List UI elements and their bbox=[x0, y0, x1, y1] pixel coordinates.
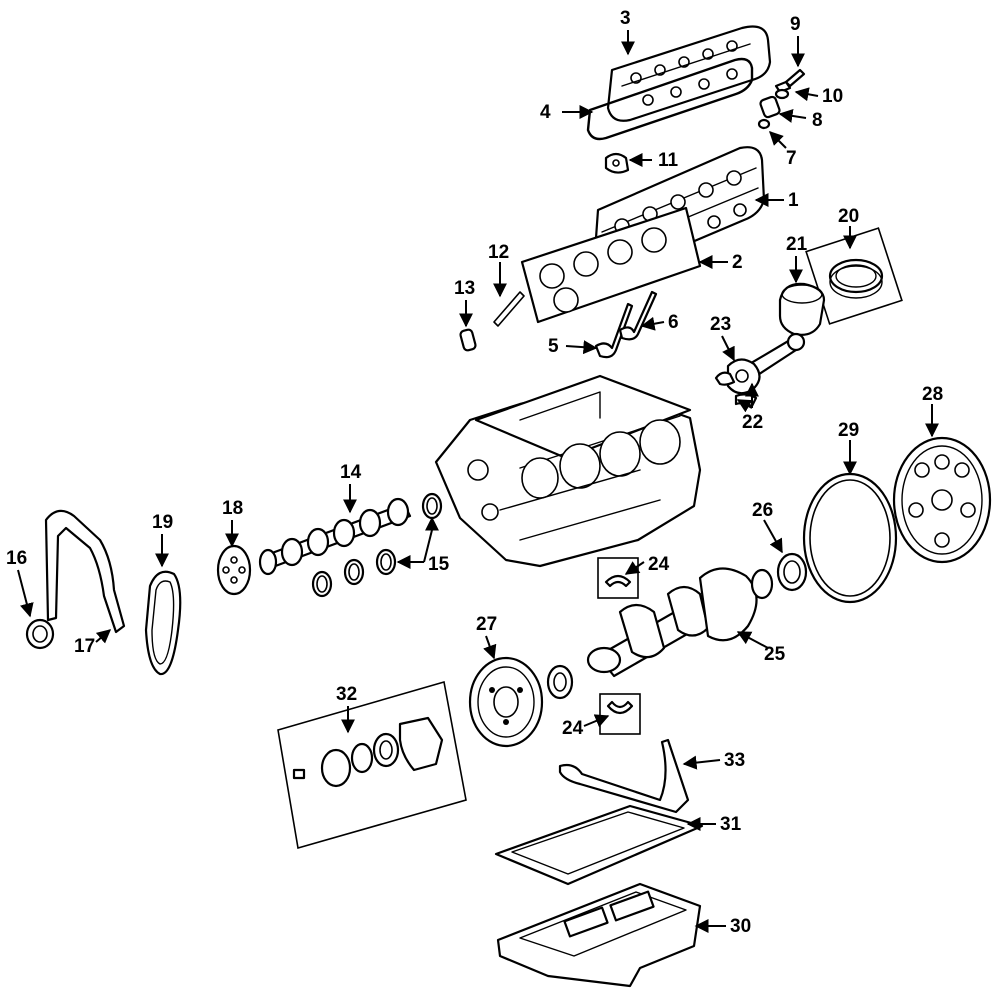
harmonic-balancer bbox=[468, 656, 544, 748]
callout-12: 12 bbox=[488, 242, 509, 263]
main-bearing-lower bbox=[599, 693, 641, 735]
valves bbox=[594, 290, 658, 359]
engine-block bbox=[434, 374, 702, 568]
callout-32: 32 bbox=[336, 684, 357, 705]
callout-28: 28 bbox=[922, 384, 943, 405]
callout-11: 11 bbox=[658, 150, 679, 171]
cam-sprocket bbox=[216, 544, 252, 596]
callout-24-upper: 24 bbox=[648, 554, 670, 575]
callout-16: 16 bbox=[6, 548, 27, 569]
pushrod bbox=[493, 291, 525, 327]
callout-30: 30 bbox=[730, 916, 751, 937]
main-bearing-upper bbox=[597, 557, 639, 599]
callout-18: 18 bbox=[222, 498, 243, 519]
callout-8: 8 bbox=[812, 110, 823, 131]
timing-cover-gasket bbox=[44, 509, 126, 634]
front-crank-seal bbox=[25, 618, 55, 650]
valve-hardware bbox=[757, 68, 806, 130]
callout-29: 29 bbox=[838, 420, 859, 441]
camshaft bbox=[258, 497, 412, 576]
callout-6: 6 bbox=[668, 312, 679, 333]
valve-lifter bbox=[459, 328, 477, 352]
valve-cover-gasket bbox=[586, 57, 754, 141]
oil-pan bbox=[496, 882, 702, 988]
callout-20: 20 bbox=[838, 206, 859, 227]
callout-21: 21 bbox=[786, 234, 808, 255]
oil-pickup-tube bbox=[558, 738, 690, 814]
oil-pan-gasket bbox=[494, 804, 704, 886]
callout-numbers: 3 4 9 10 8 7 11 1 2 12 13 20 21 23 6 5 2… bbox=[6, 8, 943, 937]
head-gasket bbox=[520, 206, 702, 324]
callout-24-lower: 24 bbox=[562, 718, 584, 739]
callout-3: 3 bbox=[620, 8, 631, 29]
valve-cover bbox=[606, 25, 772, 122]
timing-chain bbox=[144, 570, 182, 676]
callout-17: 17 bbox=[74, 636, 95, 657]
rear-main-seal bbox=[776, 552, 808, 592]
callout-31: 31 bbox=[720, 814, 742, 835]
flywheel-spacer-ring bbox=[802, 472, 898, 604]
flexplate bbox=[892, 436, 992, 564]
leader-lines bbox=[17, 30, 939, 933]
crankshaft bbox=[586, 567, 774, 678]
oil-pan-gasket-inner bbox=[511, 811, 685, 875]
callout-25: 25 bbox=[764, 644, 786, 665]
callout-14: 14 bbox=[340, 462, 362, 483]
callout-2: 2 bbox=[732, 252, 743, 273]
crank-sprocket bbox=[546, 664, 574, 700]
callout-9: 9 bbox=[790, 14, 801, 35]
callout-13: 13 bbox=[454, 278, 475, 299]
callout-23: 23 bbox=[710, 314, 731, 335]
callout-5: 5 bbox=[548, 336, 559, 357]
callout-15: 15 bbox=[428, 554, 450, 575]
callout-10: 10 bbox=[822, 86, 843, 107]
piston bbox=[778, 282, 826, 336]
callout-1: 1 bbox=[788, 190, 799, 211]
rocker-bracket bbox=[604, 152, 630, 174]
callout-19: 19 bbox=[152, 512, 173, 533]
cam-bearings bbox=[311, 492, 443, 598]
callout-33: 33 bbox=[724, 750, 745, 771]
callout-4: 4 bbox=[540, 102, 551, 123]
callout-22: 22 bbox=[742, 412, 763, 433]
oil-pump-assembly bbox=[277, 680, 467, 850]
callout-27: 27 bbox=[476, 614, 497, 635]
callout-26: 26 bbox=[752, 500, 773, 521]
callout-7: 7 bbox=[786, 148, 797, 169]
connecting-rod bbox=[714, 332, 806, 408]
